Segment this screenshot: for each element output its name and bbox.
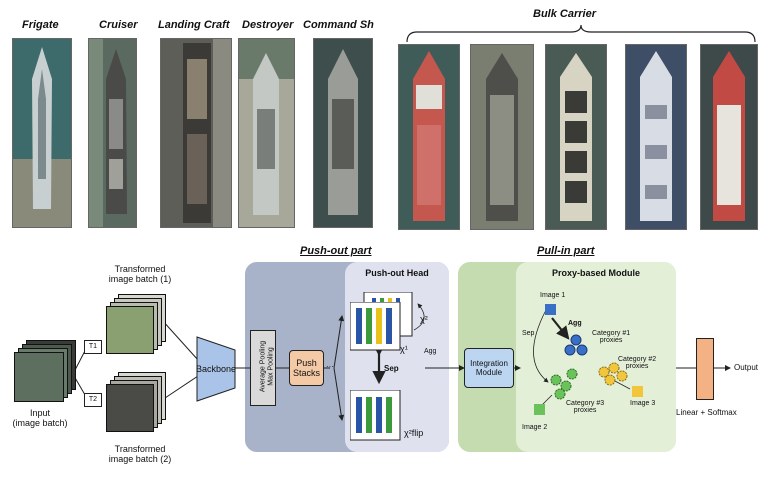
proxy-clusters <box>550 334 628 400</box>
ship-label-cruiser: Cruiser <box>99 19 138 31</box>
ship-image-landing-craft <box>160 38 232 228</box>
pullin-part-title: Pull-in part <box>537 245 595 257</box>
linear-softmax-label: Linear + Softmax <box>676 408 737 417</box>
t1-box: T1 <box>84 340 102 354</box>
image3-square <box>632 386 643 397</box>
ship-image-bulk-carrier-1 <box>398 44 460 230</box>
proxy-module-title: Proxy-based Module <box>551 268 641 278</box>
proxy-module-region <box>516 262 676 452</box>
ship-image-bulk-carrier-2 <box>470 44 534 230</box>
image1-square <box>545 304 556 315</box>
ship-image-bulk-carrier-4 <box>625 44 687 230</box>
ship-image-command-ship <box>313 38 373 228</box>
push-stacks-block: Push Stacks <box>289 350 324 386</box>
ship-label-destroyer: Destroyer <box>242 19 294 31</box>
batch2-label: Transformed image batch (2) <box>108 444 172 464</box>
image2-square <box>534 404 545 415</box>
chi-flip-stack <box>350 390 401 441</box>
batch1-label: Transformed image batch (1) <box>108 264 172 284</box>
proxy-sep-label: Sep <box>522 330 535 337</box>
ship-label-landing-craft: Landing Craft <box>158 19 230 31</box>
image2-label: Image 2 <box>522 424 548 431</box>
max-pooling-label: Max Pooling <box>267 347 275 386</box>
t2-box: T2 <box>84 393 102 407</box>
cat1-label: Category #1 proxies <box>592 330 631 344</box>
ship-label-frigate: Frigate <box>22 19 59 31</box>
image3-label: Image 3 <box>630 400 656 407</box>
ship-image-destroyer <box>238 38 295 228</box>
input-batch-label: Input (image batch) <box>12 408 68 428</box>
avg-pooling-label: Average Pooling <box>259 340 267 393</box>
chi2-label: χ² <box>420 314 428 324</box>
chi1-label: χ¹ <box>400 344 408 354</box>
backbone-label: Backbone <box>195 364 237 374</box>
backbone-block <box>196 336 236 402</box>
head-agg-label: Agg <box>424 348 437 355</box>
output-label: Output <box>734 363 759 372</box>
head-sep-label: Sep <box>384 364 399 373</box>
linear-softmax-block <box>696 338 714 400</box>
ship-image-bulk-carrier-5 <box>700 44 758 230</box>
pushout-part-title: Push-out part <box>300 245 372 257</box>
ship-image-frigate <box>12 38 72 228</box>
transformed-batch-2 <box>104 372 166 432</box>
chi-flip-label: χ²flip <box>404 428 424 438</box>
ship-label-command-ship: Command Sh <box>303 19 374 31</box>
transformed-batch-1 <box>104 294 166 354</box>
input-batch <box>12 340 76 408</box>
ship-label-bulk-carrier: Bulk Carrier <box>533 8 596 20</box>
cat3-label: Category #3 proxies <box>566 400 605 414</box>
image1-label: Image 1 <box>540 292 566 299</box>
chi1-stack <box>350 302 401 351</box>
bulk-carrier-brace <box>406 24 756 43</box>
integration-module: Integration Module <box>464 348 514 388</box>
ship-image-bulk-carrier-3 <box>545 44 607 230</box>
pushout-head-title: Push-out Head <box>365 268 429 278</box>
cat2-label: Category #2 proxies <box>618 356 657 370</box>
dots-label: ··· <box>326 362 334 371</box>
ship-image-cruiser <box>88 38 137 228</box>
proxy-agg-label: Agg <box>568 320 582 327</box>
pooling-block: Average Pooling Max Pooling <box>250 330 276 406</box>
